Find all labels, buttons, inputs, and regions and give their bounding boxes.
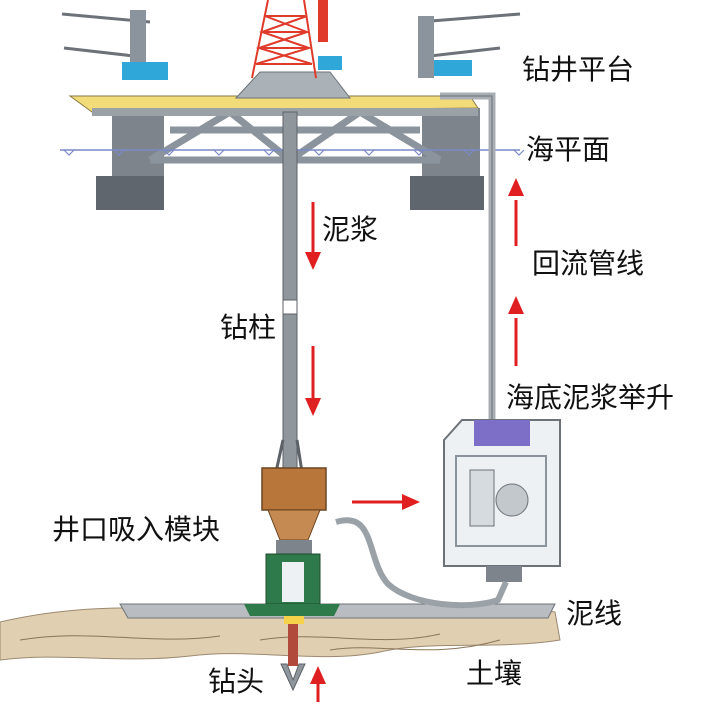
label-drill-string: 钻柱 — [220, 311, 277, 344]
label-subsea-mud-lift: 海底泥浆举升 — [506, 381, 675, 414]
label-return-line: 回流管线 — [532, 247, 645, 280]
left-pontoon — [96, 176, 164, 210]
bit-up-arrow — [310, 666, 326, 702]
return-line — [440, 92, 496, 422]
right-pontoon-upper — [422, 108, 480, 178]
label-mud: 泥浆 — [322, 213, 379, 246]
wellhead-suction-module-graphic — [244, 467, 340, 624]
soil-streaks — [19, 633, 501, 651]
drill-bit-graphic — [280, 624, 306, 692]
label-drill-bit: 钻头 — [208, 665, 265, 698]
label-wellhead-suction-module: 井口吸入模块 — [52, 513, 221, 546]
label-mudline: 泥线 — [566, 597, 623, 630]
return-up-arrow-2 — [508, 296, 524, 366]
mud-down-arrow-1 — [305, 202, 321, 270]
right-crane — [417, 12, 521, 78]
mud-down-arrow-2 — [305, 346, 321, 416]
deck-house — [234, 71, 352, 99]
flow-arrows — [305, 178, 524, 702]
label-soil: 土壤 — [466, 657, 523, 690]
label-sea-level: 海平面 — [526, 133, 611, 166]
derrick-top — [318, 0, 328, 42]
deck-equipment-blue — [318, 56, 342, 70]
left-pontoon-upper — [112, 108, 164, 178]
label-drilling-platform: 钻井平台 — [522, 53, 635, 86]
return-up-arrow-1 — [508, 178, 524, 246]
left-crane — [61, 10, 168, 80]
suction-hose — [335, 517, 509, 609]
right-pontoon — [410, 176, 484, 210]
to-lift-arrow — [352, 494, 420, 510]
derrick — [251, 0, 317, 79]
drill-string — [274, 111, 304, 473]
subsea-mud-lift-module — [443, 419, 561, 582]
